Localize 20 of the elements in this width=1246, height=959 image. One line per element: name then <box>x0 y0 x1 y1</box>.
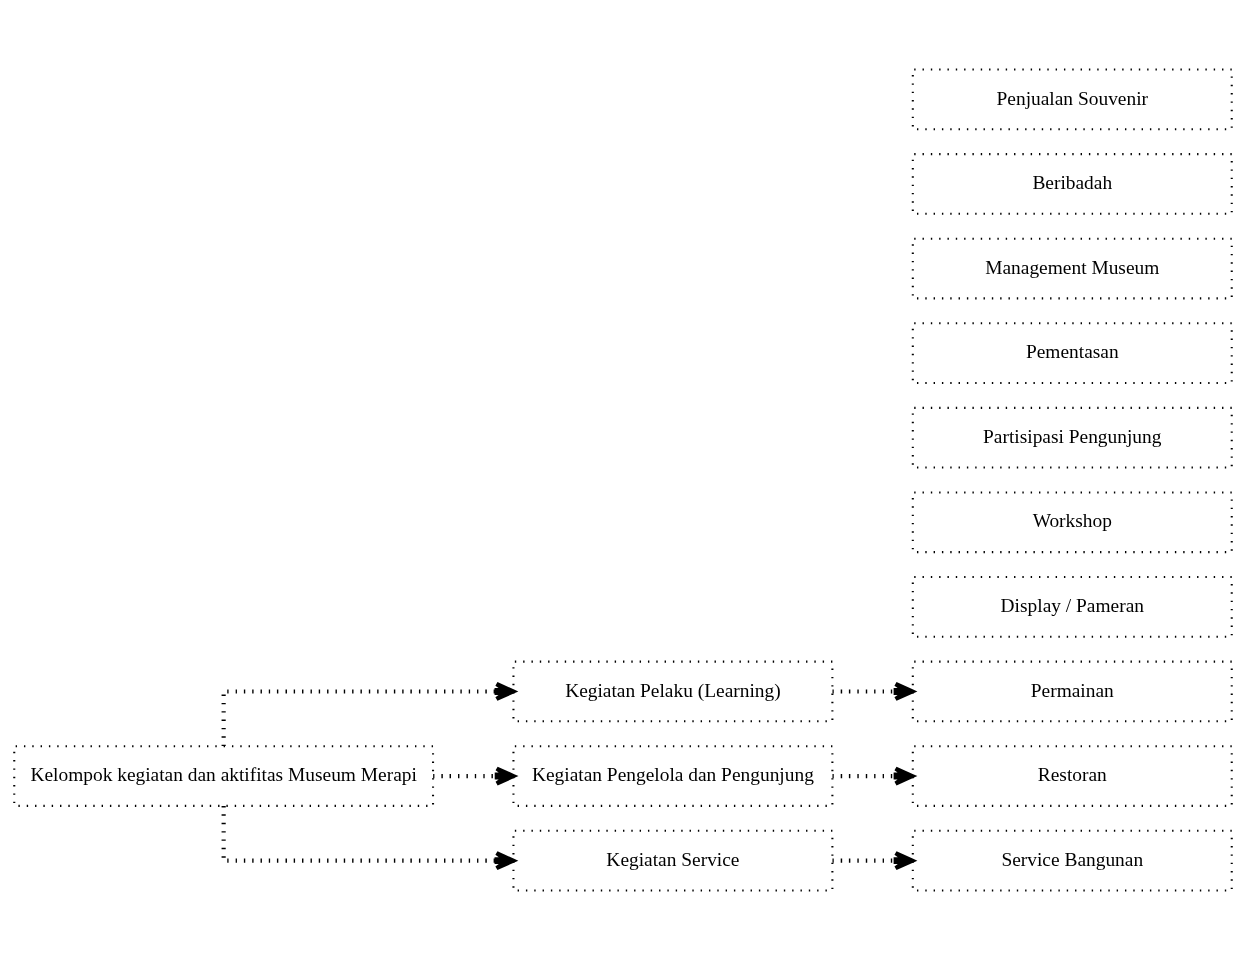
arrow <box>221 681 516 746</box>
node-box: Kegiatan Pelaku (Learning) <box>512 660 834 722</box>
node-box: Display / Pameran <box>911 575 1233 638</box>
arrow <box>832 850 915 870</box>
arrow <box>221 805 516 870</box>
node-box: Kelompok kegiatan dan aktifitas Museum Merapi <box>13 744 435 807</box>
node-box: Beribadah <box>911 152 1233 215</box>
arrow <box>433 766 516 786</box>
node-box: Service Bangunan <box>911 829 1233 891</box>
node-box: Penjualan Souvenir <box>911 68 1233 130</box>
node-box: Pementasan <box>911 321 1233 384</box>
arrow <box>832 766 915 786</box>
node-box: Kegiatan Pengelola dan Pengunjung <box>512 744 834 807</box>
arrow <box>832 681 915 701</box>
node-box: Workshop <box>911 490 1233 553</box>
node-box: Partisipasi Pengunjung <box>911 406 1233 469</box>
node-box: Management Museum <box>911 237 1233 299</box>
node-box: Restoran <box>911 744 1233 807</box>
node-box: Kegiatan Service <box>512 829 834 891</box>
node-box: Permainan <box>911 660 1233 722</box>
